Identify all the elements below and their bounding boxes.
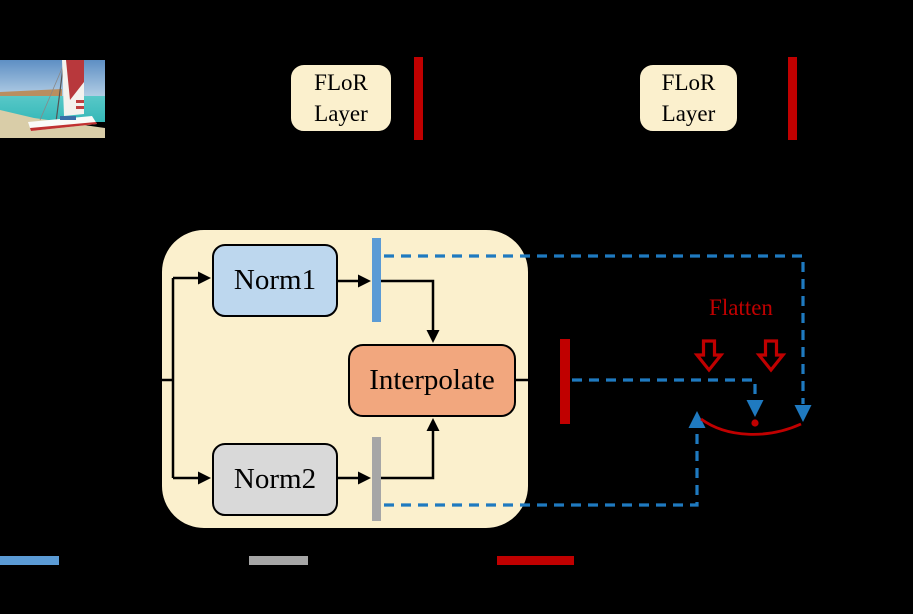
feature-bar-blue-norm1 [372,238,381,322]
norm2-box: Norm2 [212,443,338,516]
feature-bar-red-output [560,339,570,424]
photo-hull-stripe [30,122,97,131]
norm1-box: Norm1 [212,244,338,317]
feature-bar-red-2 [788,57,797,140]
flor-layer-1-box: FLoR Layer [289,63,393,133]
interpolate-label: Interpolate [369,364,495,396]
arrowhead-up-left [688,411,706,428]
flor-layer-2-box: FLoR Layer [638,63,739,133]
hollow-down-arrow-right-icon [755,339,787,373]
legend-swatch-output-feature [497,556,574,565]
photo-sail-stripe [76,106,84,109]
flor-layer-2-label: FLoR Layer [661,69,716,126]
blue-arrowheads [688,400,812,428]
input-image [0,60,105,138]
legend-swatch-norm2-feature [249,556,308,565]
flor-layer-1-label: FLoR Layer [314,69,368,126]
dot-product-arc [700,417,802,436]
arrowhead-down-middle [746,400,764,417]
arrowhead-down-right [794,405,812,422]
photo-rigging [39,65,64,121]
flatten-label: Flatten [709,295,773,320]
hollow-down-arrow-left-icon [693,339,725,373]
photo-sail-red-band [66,60,84,100]
flatten-arrows [693,339,787,373]
output-feature-dashed-path [572,378,757,399]
feature-bar-gray-norm2 [372,437,381,521]
legend-swatch-norm1-feature [0,556,59,565]
feature-bar-red-1 [414,57,423,140]
dot-product-dot [751,419,759,427]
norm1-label: Norm1 [233,264,317,296]
photo-sail-stripe [76,100,84,103]
photo-deck-gear [60,116,76,120]
interpolate-box: Interpolate [348,344,516,417]
norm2-label: Norm2 [233,463,317,495]
